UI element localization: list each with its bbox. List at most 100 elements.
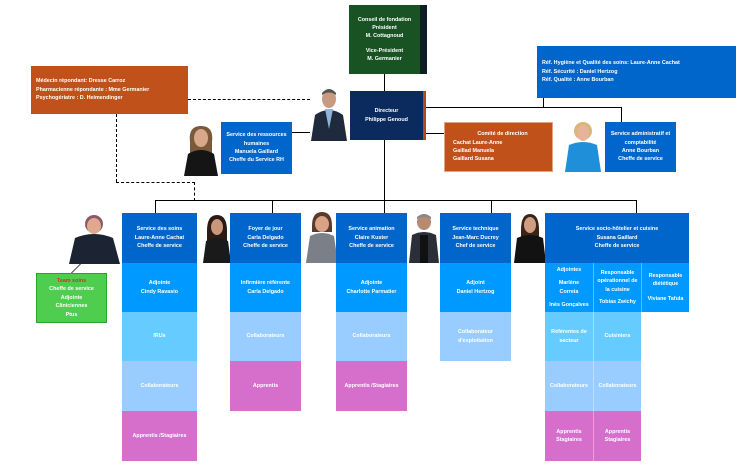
adjoint-title: Adjointe (360, 280, 383, 287)
team-soins-line: Adjointe (60, 294, 83, 301)
service-header: Service animation Claire Kuster Cheffe d… (336, 213, 407, 263)
service-adjoint: Infirmière référente Carla Delgado (230, 263, 301, 312)
sub-column-title: Responsable diététique (648, 272, 683, 287)
connector-service-5 (636, 200, 637, 213)
connector-service-4 (491, 200, 492, 213)
service-level: Référentes de secteur (545, 312, 593, 361)
service-title: Service socio-hôtelier et cuisine (575, 226, 659, 233)
connector-medical-dashed-v2 (194, 182, 195, 201)
adjoint-name: Cindy Ravasio (140, 288, 179, 295)
service-head-name: Susana Gaillard (596, 234, 638, 241)
sub-column-name: Inès Gonçalves (549, 301, 589, 308)
connector-medical-dashed-h2 (116, 182, 195, 183)
committee-member: Cachat Laure-Anne (453, 139, 503, 146)
connector-medical-dashed-v (116, 114, 117, 182)
level-label: Collaborateur d'exploitation (457, 329, 494, 344)
admin-title: Service administratif et comptabilité (610, 131, 671, 146)
medical-line: Psychogériatre : D. Heimendinger (36, 95, 123, 102)
level-label: Collaborateurs (140, 382, 179, 389)
socio-hotelier-manager-photo (513, 212, 547, 263)
service-head-name: Laure-Anne Cachat (134, 234, 185, 241)
service-head-role: Chef de service (455, 243, 496, 250)
service-level: Apprentis Stagiaires (545, 411, 593, 461)
hr-box: Service des ressources humaines Manuela … (221, 122, 292, 174)
connector-service-2 (272, 200, 273, 213)
sub-column-cuisine: Responsable opérationnel de la cuisine T… (593, 263, 641, 312)
admin-manager-photo (563, 119, 605, 172)
board-vice-label: Vice-Président (365, 47, 404, 54)
service-title: Foyer de jour (248, 226, 283, 233)
service-level: Collaborateurs (593, 361, 641, 411)
team-soins-line: Cheffe de service (49, 286, 94, 293)
level-label: Collaborateurs (598, 382, 637, 389)
service-adjoint: Adjoint Daniel Hertzog (440, 263, 511, 312)
hr-title: Service des ressources humaines (226, 132, 287, 147)
committee-member: Gaillard Susana (453, 156, 494, 163)
hr-role: Cheffe du Service RH (229, 157, 284, 164)
animation-manager-photo (302, 210, 342, 263)
adjoint-name: Daniel Hertzog (456, 288, 495, 295)
service-title: Service animation (348, 226, 395, 233)
connector-admin-v (621, 107, 622, 122)
service-level: Apprentis /Stagiaires (122, 411, 197, 461)
sub-column-name: Tobias Zwichy (599, 298, 636, 305)
service-level: Apprentis /Stagiaires (336, 361, 407, 411)
connector-director-trunk (384, 140, 385, 201)
board-box: Conseil de fondation Président M. Cottag… (349, 5, 427, 74)
sub-column-adjointes: Adjointes Marlène Correia Inès Gonçalves (545, 263, 593, 312)
connector-hr (292, 132, 310, 133)
committee-title: Comité de direction (477, 131, 528, 138)
service-header: Foyer de jour Carla Delgado Cheffe de se… (230, 213, 301, 263)
sub-column-dietetique: Responsable diététique Viviane Tafula (641, 263, 689, 312)
hr-manager-photo (180, 122, 222, 176)
service-adjoint: Adjointe Charlotte Parmatier (336, 263, 407, 312)
medical-line: Médecin répondant: Dresse Carroz (36, 78, 126, 85)
sub-column-name: Viviane Tafula (647, 296, 684, 302)
service-head-role: Cheffe de service (243, 243, 288, 250)
adjoint-title: Adjointe (148, 280, 171, 287)
sub-column-title: Adjointes (556, 267, 582, 273)
service-level: Apprentis Stagiaires (593, 411, 641, 461)
foyer-manager-photo (203, 213, 231, 263)
service-head-role: Cheffe de service (594, 243, 640, 250)
committee-member: Gaillad Manuela (453, 148, 495, 154)
service-level: Collaborateurs (336, 312, 407, 361)
team-soins-title: Team soins (56, 278, 87, 285)
board-president: M. Cottagnoud (365, 33, 404, 40)
level-label: Collaborateurs (549, 382, 589, 389)
service-level: IRUs (122, 312, 197, 361)
medical-line: Pharmacienne répondante : Mme Germanier (36, 86, 150, 93)
board-vice: M. Germanier (367, 56, 402, 63)
connector-service-3 (384, 200, 385, 213)
referent-line: Réf. Sécurité : Daniel Hertzog (542, 68, 618, 75)
board-president-label: Président (372, 24, 397, 31)
service-level: Cuisiniers (593, 312, 641, 361)
admin-box: Service administratif et comptabilité An… (605, 122, 676, 172)
level-label: Apprentis Stagiaires (604, 428, 631, 443)
referent-line: Réf. Qualité : Anne Bourban (542, 77, 614, 84)
sub-column-name: Marlène Correia (558, 280, 580, 295)
connector-medical-dashed-h (188, 99, 310, 100)
team-soins-box: Team soins Cheffe de service Adjointe Cl… (36, 273, 107, 323)
care-manager-photo (67, 214, 122, 264)
level-label: Apprentis /Stagiaires (132, 432, 187, 439)
referents-box: Réf. Hygiène et Qualité des soins: Laure… (537, 46, 736, 98)
director-box: Directeur Philippe Genoud (350, 91, 426, 140)
service-level: Collaborateurs (230, 312, 301, 361)
referent-line: Réf. Hygiène et Qualité des soins: Laure… (542, 60, 680, 67)
service-header: Service socio-hôtelier et cuisine Susana… (545, 213, 689, 263)
level-label: IRUs (153, 333, 166, 340)
connector-director-right (426, 107, 622, 108)
adjoint-title: Infirmière référente (240, 280, 291, 287)
service-level: Collaborateurs (122, 361, 197, 411)
director-photo (307, 85, 351, 141)
service-level: Collaborateur d'exploitation (440, 312, 511, 361)
director-title: Directeur (374, 108, 399, 115)
connector-service-1 (155, 200, 156, 213)
service-header: Service technique Jean-Marc Ducrey Chef … (440, 213, 511, 263)
team-soins-line: Ptus (65, 311, 78, 318)
service-head-role: Cheffe de service (349, 243, 394, 250)
service-head-role: Cheffe de service (137, 243, 182, 250)
adjoint-name: Charlotte Parmatier (346, 288, 397, 295)
sub-column-title: Responsable opérationnel de la cuisine (597, 269, 638, 293)
